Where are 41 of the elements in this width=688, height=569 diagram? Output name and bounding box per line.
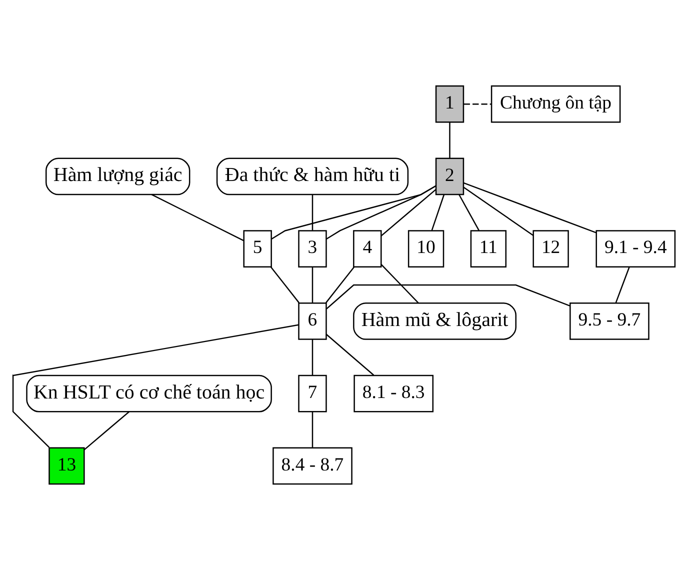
connector	[615, 266, 630, 302]
connector	[449, 122, 450, 158]
connector	[312, 411, 314, 447]
node-box: 9.1 - 9.4	[596, 230, 676, 268]
connector	[151, 194, 244, 241]
connector	[312, 266, 314, 302]
node-box: 2	[435, 157, 464, 195]
node-box: Hàm lượng giác	[45, 157, 190, 195]
connector	[312, 338, 314, 375]
node-box: 9.5 - 9.7	[570, 302, 650, 340]
node-box: 11	[470, 230, 507, 268]
node-box: 4	[353, 230, 382, 268]
connector	[464, 102, 492, 104]
node-box: 1	[435, 84, 464, 122]
node-box: Chương ôn tập	[490, 84, 621, 122]
node-box: 12	[532, 230, 569, 268]
node-box: 8.4 - 8.7	[272, 446, 352, 484]
node-box: 13	[48, 446, 85, 484]
connector	[270, 266, 300, 303]
node-box: 5	[243, 230, 272, 268]
connector	[380, 188, 436, 236]
connector	[431, 194, 445, 230]
node-box: Kn HSLT có cơ chế toán học	[26, 374, 272, 412]
node-box: 7	[298, 374, 327, 412]
node-box: Đa thức & hàm hữu ti	[216, 157, 409, 195]
connector	[458, 194, 480, 230]
node-box: 8.1 - 8.3	[354, 374, 434, 412]
connector	[84, 410, 130, 450]
connector	[380, 264, 419, 303]
node-box: 3	[298, 230, 327, 268]
connector	[12, 324, 299, 448]
connector	[326, 266, 355, 303]
node-box: 6	[298, 302, 327, 340]
node-box: 10	[408, 230, 444, 268]
connector	[271, 184, 436, 240]
connector	[464, 182, 596, 233]
connector	[312, 194, 314, 230]
connector	[463, 186, 534, 236]
connector	[326, 284, 570, 309]
node-box: Hàm mũ & lôgarit	[353, 302, 516, 340]
connector	[326, 333, 374, 376]
